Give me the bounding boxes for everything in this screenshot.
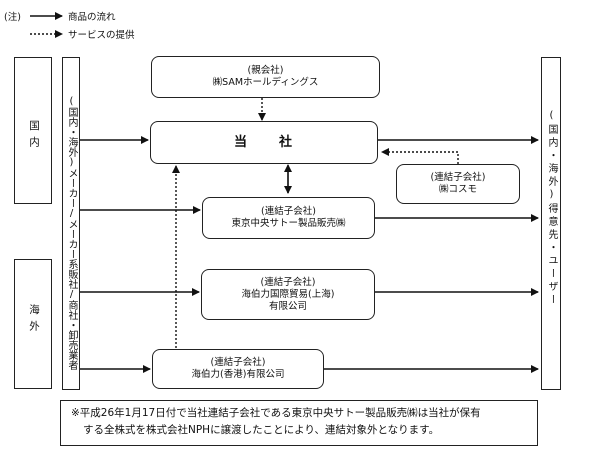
customers-box: (国内・海外)得意先・ユーザー — [541, 57, 561, 390]
region-overseas-label: 海外 — [28, 304, 40, 337]
footnote-line-2: する全株式を株式会社NPHに譲渡したことにより、連結対象外となります。 — [83, 424, 440, 436]
legend-goods-flow-label: 商品の流れ — [68, 12, 116, 23]
parent-company-name: ㈱SAMホールディングス — [212, 77, 319, 88]
legend-service-label: サービスの提供 — [68, 30, 135, 41]
parent-company-box: (親会社) ㈱SAMホールディングス — [151, 56, 380, 98]
arrow-cosmo-to-company — [381, 148, 459, 164]
shanghai-subsidiary-tag: (連結子会社) — [260, 276, 316, 288]
suppliers-label: (国内・海外)メーカー/メーカー系販社/商社・卸売業者 — [66, 96, 77, 370]
tokyo-subsidiary-tag: (連結子会社) — [261, 206, 316, 217]
cosmo-name: ㈱コスモ — [438, 184, 477, 195]
region-domestic-box: 国内 — [14, 57, 52, 204]
region-overseas-box: 海外 — [14, 259, 52, 389]
parent-company-tag: (親会社) — [247, 65, 284, 76]
company-name: 当 社 — [233, 134, 294, 150]
tokyo-subsidiary-box: (連結子会社) 東京中央サトー製品販売㈱ — [202, 197, 375, 239]
cosmo-box: (連結子会社) ㈱コスモ — [396, 164, 520, 204]
shanghai-subsidiary-name: 海伯力国際貿易(上海) — [241, 288, 335, 300]
footnote-line-1: ※平成26年1月17日付で当社連結子会社である東京中央サトー製品販売㈱は当社が保… — [71, 407, 481, 419]
suppliers-box: (国内・海外)メーカー/メーカー系販社/商社・卸売業者 — [62, 57, 80, 390]
shanghai-subsidiary-name-2: 有限公司 — [268, 300, 307, 312]
region-domestic-label: 国内 — [28, 120, 40, 153]
cosmo-tag: (連結子会社) — [430, 172, 486, 183]
footnote-box: ※平成26年1月17日付で当社連結子会社である東京中央サトー製品販売㈱は当社が保… — [60, 400, 538, 446]
hongkong-subsidiary-name: 海伯力(香港)有限公司 — [191, 369, 285, 380]
shanghai-subsidiary-box: (連結子会社) 海伯力国際貿易(上海) 有限公司 — [201, 269, 375, 320]
customers-label: (国内・海外)得意先・ユーザー — [546, 110, 557, 307]
company-box: 当 社 — [150, 121, 378, 164]
tokyo-subsidiary-name: 東京中央サトー製品販売㈱ — [231, 218, 346, 229]
hongkong-subsidiary-tag: (連結子会社) — [210, 357, 266, 368]
hongkong-subsidiary-box: (連結子会社) 海伯力(香港)有限公司 — [152, 349, 324, 389]
legend-note-prefix: (注) — [4, 12, 21, 23]
